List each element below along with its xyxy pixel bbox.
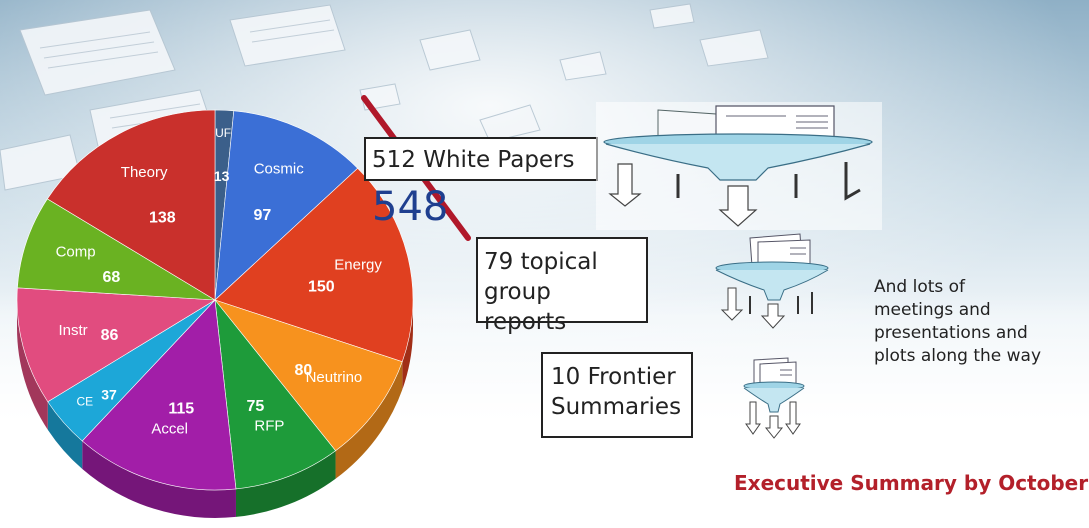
pie-label-uf: UF [215, 126, 231, 140]
pie-value-neutrino: 80 [295, 362, 313, 379]
pie-label-ce: CE [76, 394, 93, 408]
pie-value-accel: 115 [168, 400, 194, 417]
pie-value-ce: 37 [101, 387, 117, 403]
pie-slice-theory [46, 109, 216, 301]
pie-value-energy: 150 [308, 278, 335, 295]
pie-label-rfp: RFP [254, 418, 284, 435]
pie-label-cosmic: Cosmic [254, 160, 305, 177]
pie-side-instr [17, 300, 48, 430]
pie-slice-cosmic [214, 110, 359, 301]
funnel-icon [743, 357, 805, 439]
pie-label-comp: Comp [56, 244, 96, 261]
pie-side-ce [47, 401, 83, 469]
frontier-line-2: Summaries [551, 394, 682, 420]
pie-slice-rfp [214, 299, 336, 490]
white-papers-box: 512 White Papers [364, 137, 598, 181]
pie-label-instr: Instr [58, 322, 87, 339]
pie-label-neutrino: Neutrino [306, 369, 363, 386]
pie-label-accel: Accel [151, 421, 188, 438]
pie-value-theory: 138 [149, 210, 176, 227]
pie-value-uf: 13 [214, 168, 230, 184]
pie-label-energy: Energy [334, 257, 382, 274]
pie-side-accel [82, 440, 236, 518]
pie-side-rfp [235, 450, 336, 517]
pie-value-comp: 68 [102, 269, 120, 286]
funnel-icon [596, 102, 882, 230]
executive-summary-text: Executive Summary by October [734, 471, 1089, 495]
pie-tops [16, 109, 414, 491]
frontier-summaries-box: 10 Frontier Summaries [541, 352, 693, 438]
pie-slice-accel [81, 299, 237, 491]
white-papers-label: 512 White Papers [372, 147, 575, 173]
topical-reports-box: 79 topical group reports [476, 237, 648, 335]
note-line-2: meetings and [874, 300, 991, 320]
pie-slice-neutrino [214, 299, 403, 452]
note-line-4: plots along the way [874, 346, 1042, 366]
topical-line-2: group reports [484, 279, 567, 335]
pie-value-rfp: 75 [247, 398, 265, 415]
frontier-line-1: 10 Frontier [551, 364, 676, 390]
pie-slice-comp [17, 198, 216, 301]
note-line-1: And lots of [874, 277, 966, 297]
pie-label-theory: Theory [121, 164, 168, 181]
pie-value-instr: 86 [101, 327, 119, 344]
topical-line-1: 79 topical [484, 249, 598, 275]
pie-slice-instr [16, 287, 216, 403]
updated-count: 548 [372, 184, 449, 230]
note-line-3: presentations and [874, 323, 1028, 343]
pie-value-cosmic: 97 [253, 207, 271, 224]
funnel-icon [715, 233, 829, 329]
note-text: And lots of meetings and presentations a… [874, 276, 1089, 368]
